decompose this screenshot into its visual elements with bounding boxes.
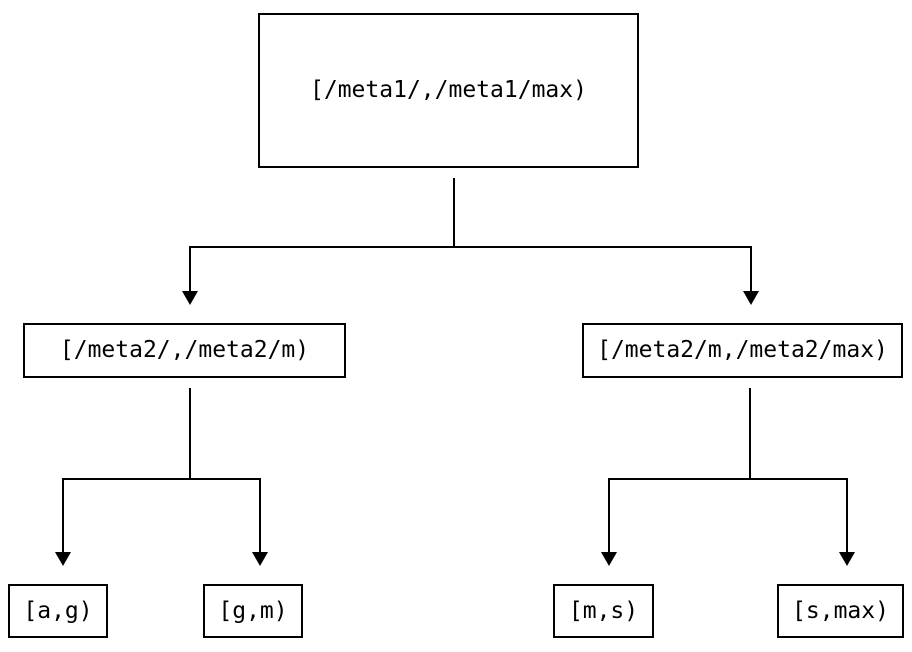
- arrowhead-to-leaf-ag: [55, 552, 71, 566]
- arrowhead-to-leaf-smax: [839, 552, 855, 566]
- node-left-child-interval: [/meta2/,/meta2/m): [23, 323, 346, 378]
- arrowhead-to-left-child: [182, 291, 198, 305]
- node-root-interval: [/meta1/,/meta1/max): [258, 13, 639, 168]
- arrowhead-to-leaf-gm: [252, 552, 268, 566]
- node-leaf-m-s: [m,s): [553, 584, 654, 638]
- arrowhead-to-leaf-ms: [601, 552, 617, 566]
- node-leaf-a-g: [a,g): [8, 584, 108, 638]
- node-leaf-s-max: [s,max): [777, 584, 904, 638]
- arrowhead-to-right-child: [743, 291, 759, 305]
- node-leaf-g-m: [g,m): [203, 584, 303, 638]
- node-right-child-interval: [/meta2/m,/meta2/max): [582, 323, 903, 378]
